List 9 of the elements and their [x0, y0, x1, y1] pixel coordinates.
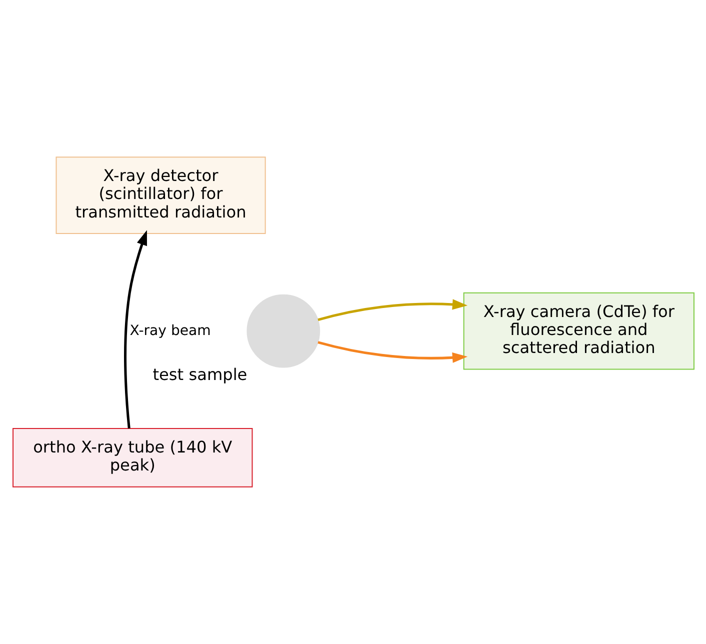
node-circle	[246, 294, 320, 368]
node-box: X-ray detector (scintillator) for transmitted radiation	[55, 156, 266, 234]
node-label: test sample	[152, 365, 247, 384]
edge-label: X-ray beam	[129, 322, 210, 339]
arrow	[124, 230, 146, 428]
arrow	[317, 299, 468, 322]
node-box: X-ray camera (CdTe) for fluorescence and scattered radiation	[462, 292, 694, 370]
arrow	[317, 341, 468, 363]
node-box: ortho X-ray tube (140 kV peak)	[12, 428, 252, 488]
